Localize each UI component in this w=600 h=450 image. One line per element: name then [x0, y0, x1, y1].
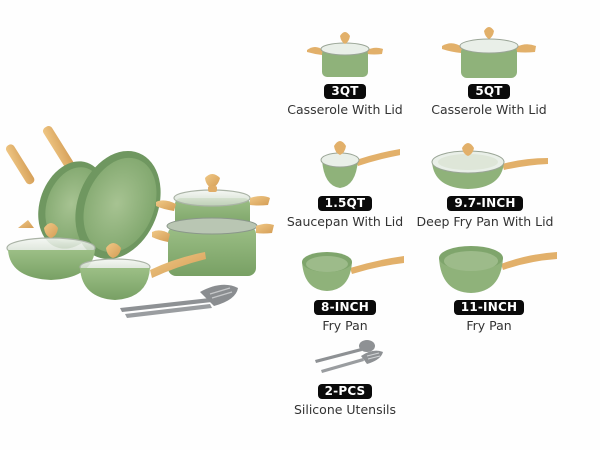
product-item-3qt-casserole: 3QT Casserole With Lid [270, 22, 420, 117]
size-badge: 2-PCS [317, 384, 373, 399]
fry-pan-icon [302, 252, 404, 291]
product-item-11-inch-fry-pan: 11-INCH Fry Pan [414, 238, 564, 333]
product-name: Deep Fry Pan With Lid [416, 214, 554, 229]
product-item-9-7-inch-deep-fry-pan: 9.7-INCH Deep Fry Pan With Lid [410, 134, 560, 229]
product-item-silicone-utensils: 2-PCS Silicone Utensils [270, 330, 420, 417]
deep-fry-pan-icon [431, 143, 548, 189]
product-name: Casserole With Lid [431, 102, 547, 117]
casserole-pot-icon [307, 32, 383, 77]
size-badge: 8-INCH [314, 300, 376, 315]
casserole-pot-icon [442, 27, 536, 78]
product-name: Silicone Utensils [293, 402, 397, 417]
cookware-set-icon [5, 125, 274, 318]
product-name: Fry Pan [466, 318, 512, 333]
product-name: Saucepan With Lid [286, 214, 404, 229]
size-badge: 3QT [324, 84, 366, 99]
utensils-icon [315, 340, 383, 373]
cookware-set-hero-image [0, 110, 280, 320]
saucepan-icon [320, 141, 400, 188]
product-item-8-inch-fry-pan: 8-INCH Fry Pan [270, 238, 420, 333]
size-badge: 9.7-INCH [447, 196, 523, 211]
size-badge: 5QT [468, 84, 510, 99]
product-name: Casserole With Lid [287, 102, 403, 117]
fry-pan-icon [439, 246, 557, 293]
product-item-5qt-casserole: 5QT Casserole With Lid [414, 22, 564, 117]
size-badge: 1.5QT [317, 196, 373, 211]
product-item-1-5qt-saucepan: 1.5QT Saucepan With Lid [270, 134, 420, 229]
size-badge: 11-INCH [453, 300, 525, 315]
product-name: Fry Pan [322, 318, 368, 333]
